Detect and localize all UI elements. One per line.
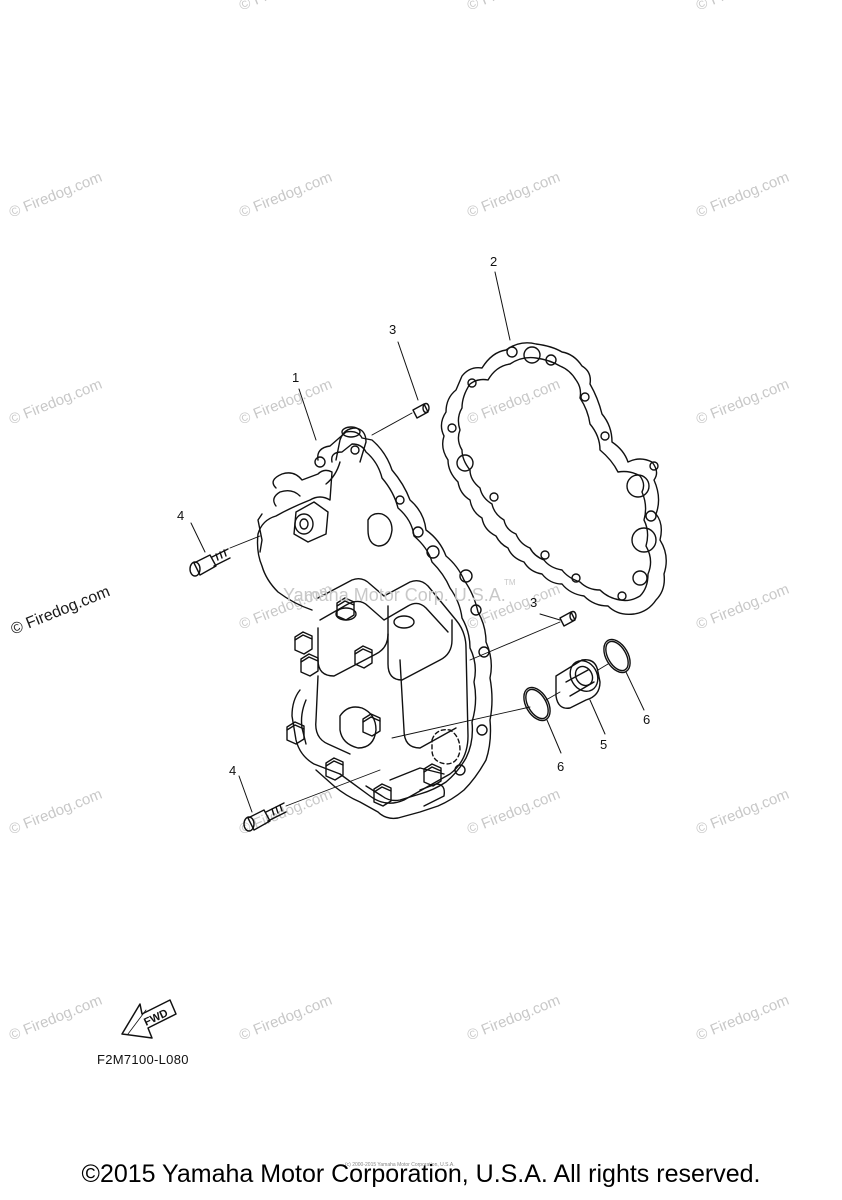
cover-bolt [336,597,355,621]
cover-bolt [300,653,319,677]
bolt-upper [189,548,231,577]
cover-bolt [362,713,381,737]
callout-6-right: 6 [643,712,651,727]
cover-bolt [423,763,442,787]
cover-bolt [354,645,373,669]
callout-4-bottom: 4 [229,763,237,778]
callout-1: 1 [292,370,300,385]
callout-6-left: 6 [557,759,565,774]
callout-4-top: 4 [177,508,185,523]
center-watermark-tm: TM [504,578,516,587]
diagram-code: F2M7100-L080 [97,1052,189,1067]
callout-3-right: 3 [530,595,538,610]
cover-bolt [325,757,344,781]
dowel-pin-top [412,402,430,419]
leader-lines [190,271,645,813]
center-watermark: Yamaha Motor Corp. U.S.A. [283,585,506,605]
tiny-notice: (c) 2000-2015 Yamaha Motor Corporation, … [345,1162,455,1168]
dowel-pin-right [559,610,577,627]
cover-bolt [286,721,305,745]
cover-bolt [294,631,313,655]
o-ring-right [603,638,631,674]
callout-2: 2 [490,254,498,269]
callout-5: 5 [600,737,608,752]
callout-3-top: 3 [389,322,397,337]
cover-bolt [373,783,392,807]
fwd-arrow: FWD [121,999,177,1039]
copyright-footer: ©2015 Yamaha Motor Corporation, U.S.A. A… [81,1160,761,1188]
gasket [440,342,667,616]
crankcase-cover [256,426,493,820]
o-ring-left [523,686,551,722]
alignment-lines [229,412,609,807]
fwd-label: FWD [142,1007,170,1028]
collar [555,659,601,709]
bolt-lower [243,802,287,832]
